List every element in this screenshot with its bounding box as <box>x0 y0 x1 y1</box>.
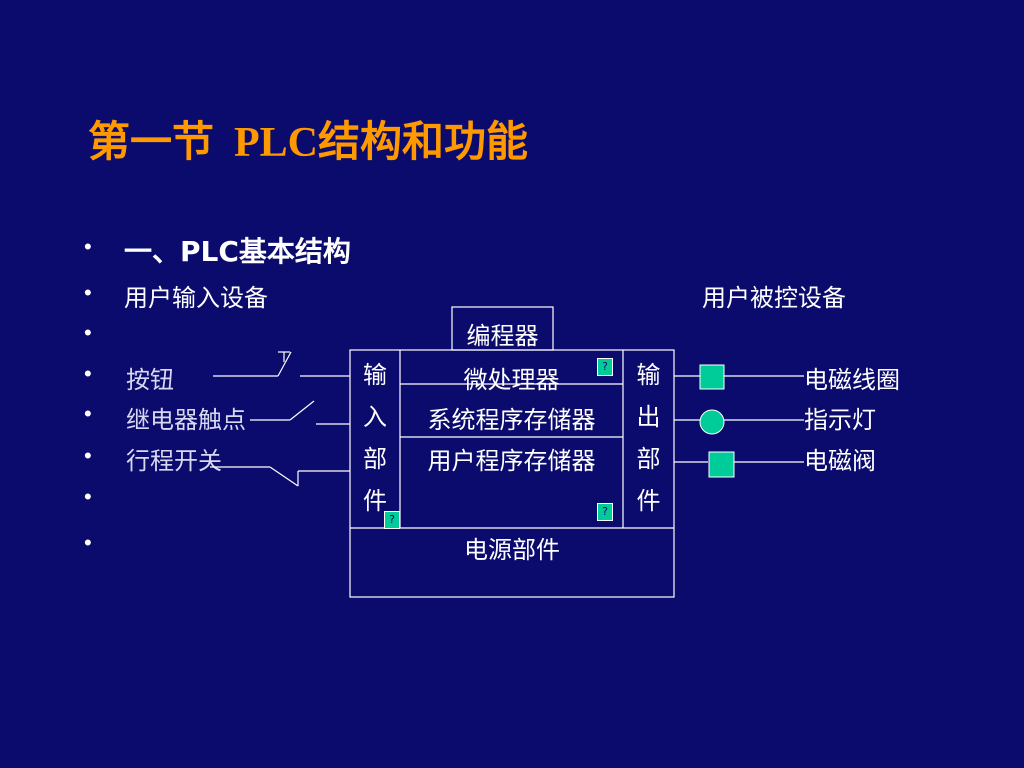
embedded-object-icon[interactable]: ? <box>384 511 400 529</box>
bullet: • <box>84 361 92 386</box>
input-device-button: 按钮 <box>126 366 174 394</box>
system-memory-label: 系统程序存储器 <box>427 406 596 434</box>
programmer-label: 编程器 <box>466 322 539 350</box>
bullet: • <box>84 401 92 426</box>
title-part-2: PLC结构和功能 <box>234 120 529 166</box>
bullet: • <box>84 530 92 555</box>
input-device-limit-switch: 行程开关 <box>126 447 222 475</box>
power-unit-label: 电源部件 <box>464 536 560 564</box>
output-device-indicator-lamp: 指示灯 <box>804 406 876 434</box>
output-unit-char: 件 <box>636 487 661 515</box>
bullet: • <box>84 280 92 305</box>
bullet: • <box>84 320 92 345</box>
input-unit-char: 部 <box>363 445 387 473</box>
slide-title: 第一节 PLC结构和功能 <box>88 108 528 169</box>
input-devices-label: 用户输入设备 <box>124 284 268 312</box>
bullet: • <box>84 443 92 468</box>
output-unit-label: 输 出 部 件 <box>623 354 674 522</box>
limit-switch-symbol <box>210 466 350 487</box>
bullet: • <box>84 484 92 509</box>
plc-main-box <box>349 349 675 598</box>
section-heading: 一、PLC基本结构 <box>124 235 351 268</box>
output-unit-char: 输 <box>636 361 661 389</box>
cpu-label: 微处理器 <box>463 366 560 394</box>
output-device-solenoid-coil: 电磁线圈 <box>804 366 900 394</box>
embedded-object-icon[interactable]: ? <box>597 358 613 376</box>
embedded-object-icon[interactable]: ? <box>597 503 613 521</box>
input-unit-char: 入 <box>363 403 387 431</box>
output-device-solenoid-valve: 电磁阀 <box>804 447 876 475</box>
output-unit-char: 部 <box>636 445 661 473</box>
output-devices-label: 用户被控设备 <box>702 284 846 312</box>
bullet: • <box>84 234 92 259</box>
solenoid-valve-symbol <box>708 451 735 478</box>
indicator-lamp-symbol <box>699 409 725 435</box>
title-part-1: 第一节 <box>88 120 215 166</box>
input-device-relay-contact: 继电器触点 <box>126 406 246 434</box>
output-unit-char: 出 <box>636 403 661 431</box>
input-unit-char: 输 <box>363 361 387 389</box>
input-unit-label: 输 入 部 件 <box>350 354 400 522</box>
input-unit-char: 件 <box>363 487 387 515</box>
user-memory-label: 用户程序存储器 <box>427 447 596 475</box>
button-symbol <box>213 351 350 377</box>
solenoid-coil-symbol <box>699 364 725 390</box>
relay-contact-symbol <box>250 400 350 425</box>
